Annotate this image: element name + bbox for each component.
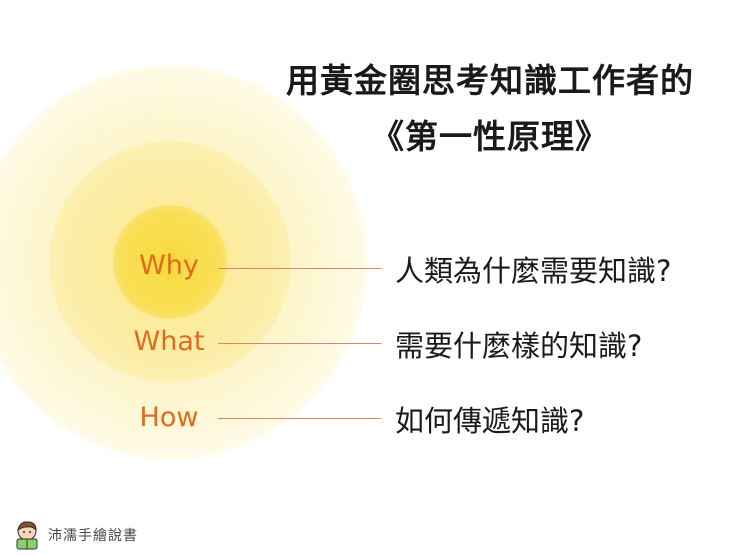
page-title-line2: 《第一性原理》 <box>371 117 609 156</box>
question-how: 如何傳遞知識? <box>395 404 585 438</box>
brand-logo: 沛濡手繪說書 <box>12 518 138 552</box>
connector-line-what <box>218 343 381 344</box>
brand-logo-text: 沛濡手繪說書 <box>48 528 138 544</box>
label-what: What <box>133 326 205 357</box>
inner-circle-why <box>113 205 227 319</box>
page-title-line1: 用黃金圈思考知識工作者的 <box>286 61 694 100</box>
label-how: How <box>139 402 199 433</box>
question-what: 需要什麼樣的知識? <box>395 329 643 363</box>
reading-girl-icon <box>16 521 38 550</box>
label-why: Why <box>139 250 199 281</box>
question-why: 人類為什麼需要知識? <box>395 254 672 288</box>
connector-line-how <box>218 418 381 419</box>
connector-line-why <box>218 268 381 269</box>
